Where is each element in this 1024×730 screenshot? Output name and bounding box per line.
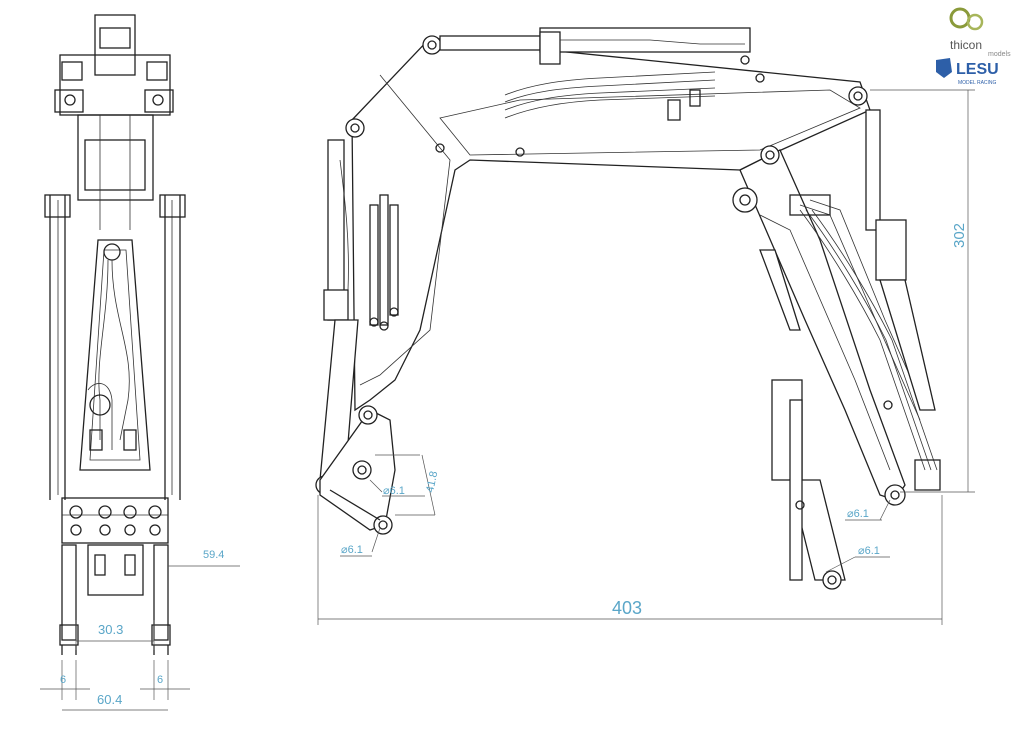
thicon-logo-subtext: models — [988, 51, 1011, 58]
front-view — [44, 14, 186, 655]
lesu-logo-text: LESU — [956, 61, 999, 78]
dim-front-pin-spacing: 30.3 — [98, 622, 123, 637]
dim-front-pin-left: 6 — [60, 674, 66, 686]
lesu-logo-subtext: MODEL RACING — [958, 80, 997, 86]
side-view — [315, 27, 941, 590]
dim-front-pin-right: 6 — [157, 674, 163, 686]
dim-hole-2: ⌀6.1 — [341, 544, 363, 556]
lesu-logo: LESU MODEL RACING — [936, 58, 999, 86]
lion-icon — [936, 58, 952, 78]
dim-hole-1: ⌀6.1 — [383, 485, 405, 497]
thicon-logo: thicon models — [949, 7, 1011, 58]
dim-side-height: 302 — [951, 223, 968, 248]
dim-side-length: 403 — [612, 598, 642, 618]
dim-front-depth: 59.4 — [203, 549, 224, 561]
dim-hole-3: ⌀6.1 — [847, 508, 869, 520]
dim-side-link: 41.8 — [424, 470, 440, 493]
dim-hole-4: ⌀6.1 — [858, 545, 880, 557]
side-view-dimensions: 403 302 41.8 ⌀6.1 ⌀6.1 ⌀6.1 ⌀6.1 — [317, 89, 975, 625]
front-view-dimensions: 59.4 30.3 6 6 60.4 — [40, 549, 240, 711]
thicon-logo-text: thicon — [950, 38, 982, 52]
dim-front-width-total: 60.4 — [97, 692, 122, 707]
